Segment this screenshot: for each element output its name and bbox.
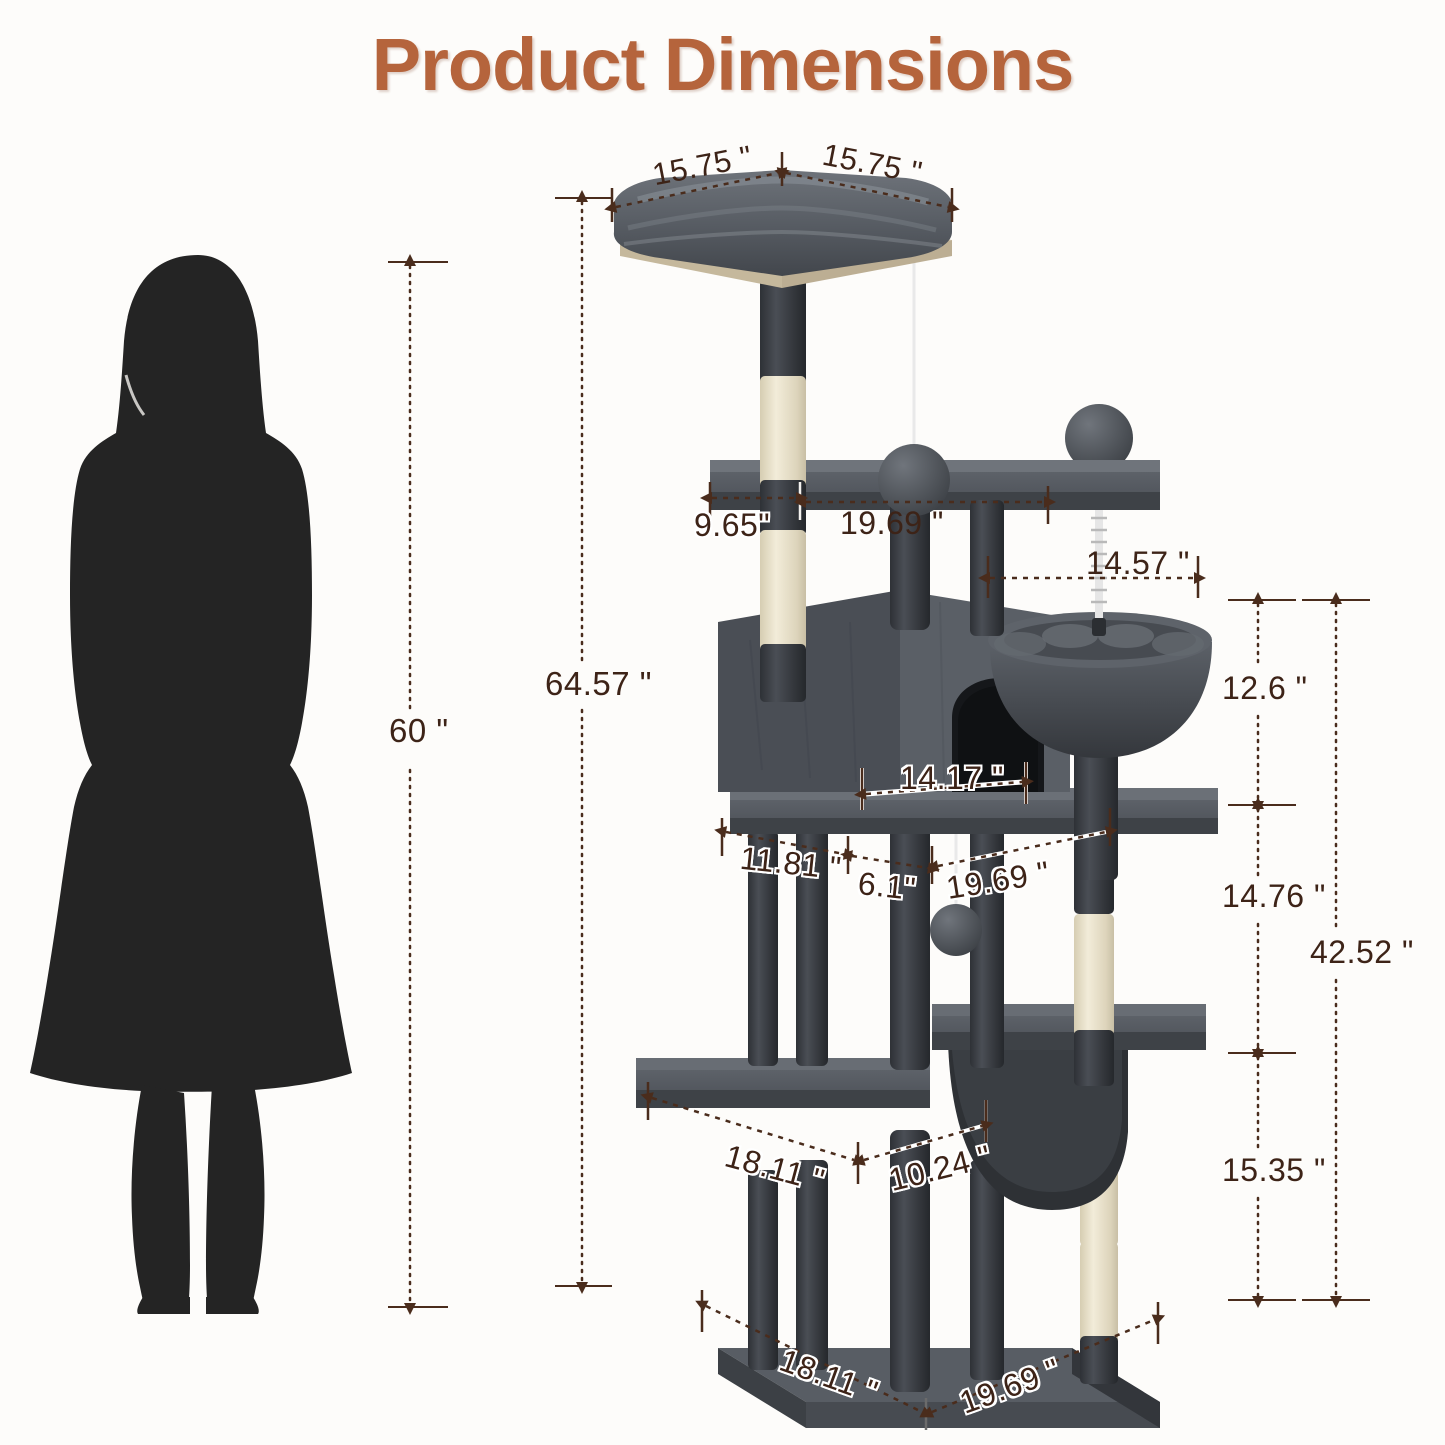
pom-ball bbox=[1065, 404, 1133, 472]
main-sisal-post bbox=[760, 260, 806, 702]
dim-label-second-platform-right: 19.69 " bbox=[840, 505, 944, 541]
post bbox=[970, 500, 1004, 636]
post bbox=[748, 830, 778, 1066]
pom-ball bbox=[930, 904, 982, 956]
dim-label-mid-center: 6.1" bbox=[856, 865, 918, 907]
post bbox=[970, 818, 1004, 1068]
spring-ball-toy bbox=[1065, 404, 1133, 636]
sisal-post bbox=[1074, 870, 1114, 1086]
dim-label-tier-top: 12.6 " bbox=[1222, 670, 1308, 706]
post bbox=[890, 500, 930, 630]
post bbox=[796, 820, 828, 1066]
hanging-ball-toy bbox=[878, 262, 950, 516]
dim-label-overall-height: 64.57 " bbox=[545, 665, 652, 702]
dim-label-second-platform-left: 9.65" bbox=[694, 507, 771, 543]
dim-label-tier-bottom: 15.35 " bbox=[1222, 1152, 1326, 1188]
dim-label-person-height: 60 " bbox=[389, 712, 449, 749]
page-title: Product Dimensions bbox=[371, 23, 1075, 106]
bowl-perch bbox=[988, 612, 1212, 880]
dim-label-condo-width: 14.17 " bbox=[900, 760, 1004, 796]
post bbox=[970, 1160, 1004, 1380]
dim-label-bowl-width: 14.57 " bbox=[1086, 545, 1190, 581]
dim-label-tier-total: 42.52 " bbox=[1310, 934, 1414, 970]
lower-left-platform bbox=[636, 1058, 930, 1108]
post bbox=[890, 810, 930, 1070]
cat-tree-product-illustration bbox=[600, 170, 1240, 1440]
condo-house bbox=[718, 590, 1070, 792]
woman-silhouette bbox=[30, 255, 370, 1315]
post bbox=[748, 1170, 778, 1370]
dim-label-tier-middle: 14.76 " bbox=[1222, 878, 1326, 914]
